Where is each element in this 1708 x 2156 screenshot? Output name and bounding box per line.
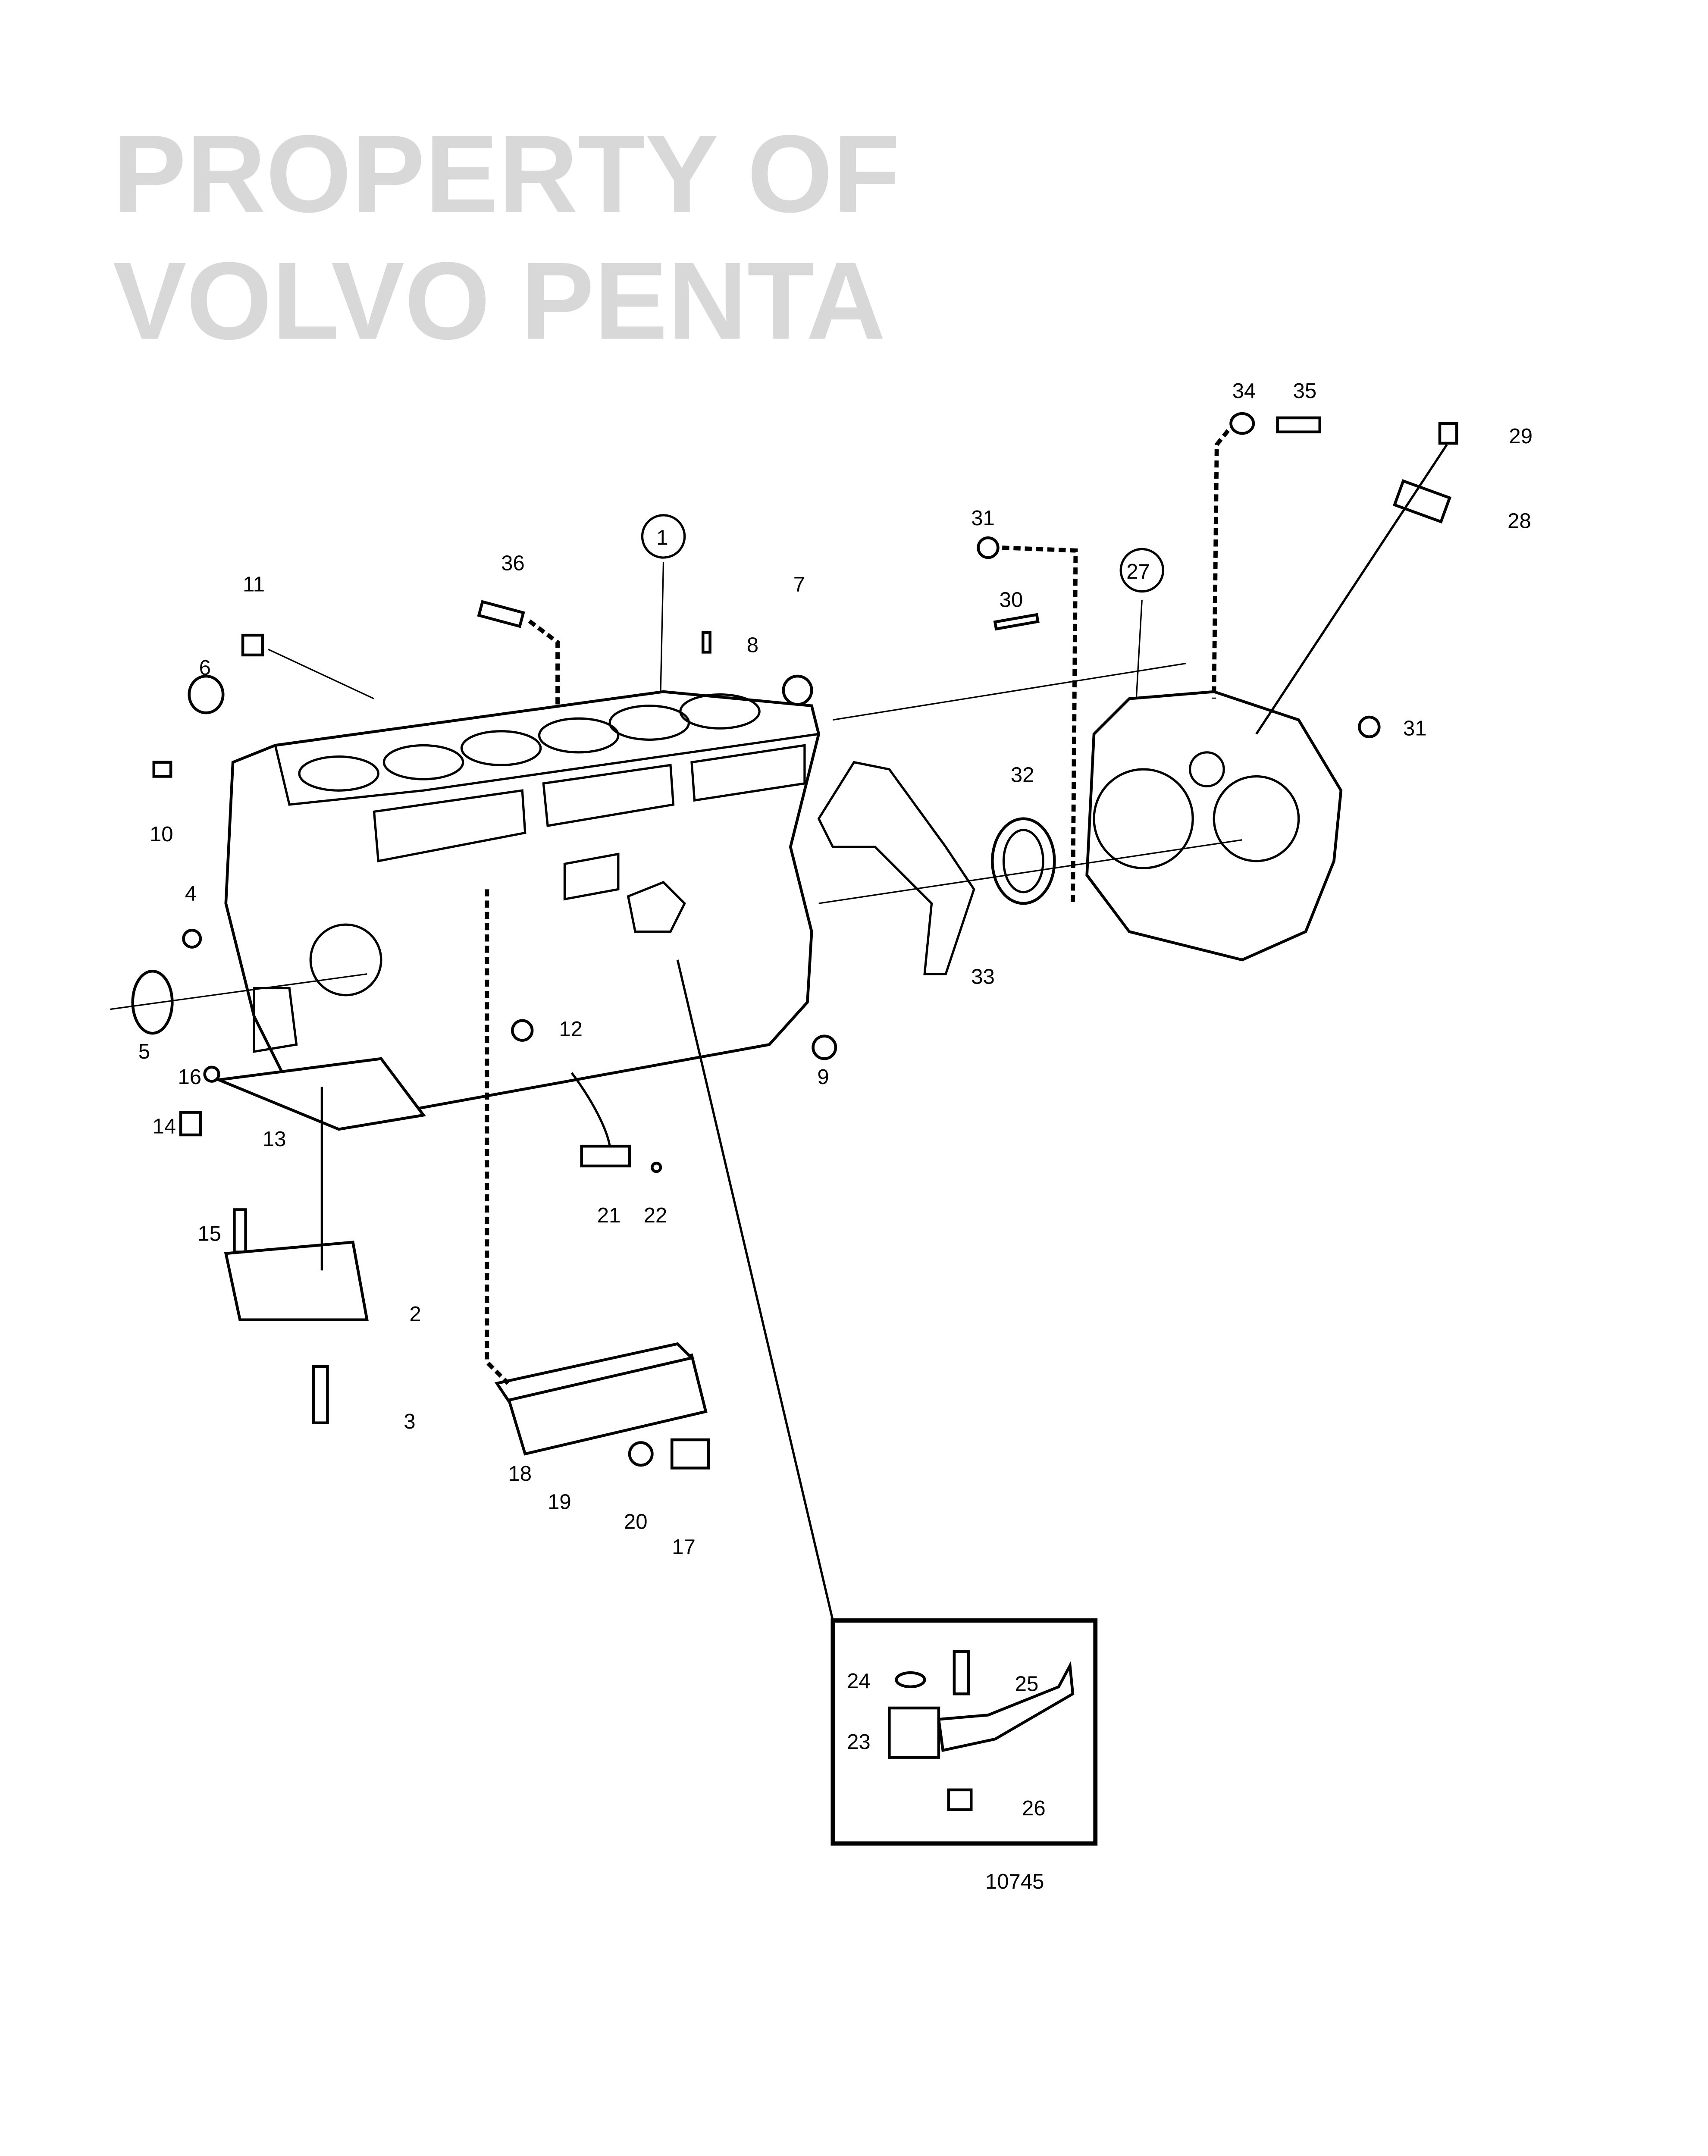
callout-13: 13 xyxy=(263,1128,286,1151)
callout-16: 16 xyxy=(178,1065,201,1089)
callout-8: 8 xyxy=(747,633,758,657)
callout-31-top: 31 xyxy=(971,507,995,530)
callout-labels: 1 27 36 11 8 7 6 10 4 5 16 14 13 15 2 3 … xyxy=(138,379,1532,1893)
callout-5: 5 xyxy=(138,1040,150,1063)
callout-3: 3 xyxy=(404,1410,415,1433)
callout-15: 15 xyxy=(197,1222,221,1245)
engine-block-exploded-diagram: PROPERTY OF VOLVO PENTA xyxy=(110,113,1532,1893)
callout-19: 19 xyxy=(548,1490,571,1514)
watermark-line-2: VOLVO PENTA xyxy=(113,240,886,363)
callout-25: 25 xyxy=(1015,1673,1039,1696)
callout-17: 17 xyxy=(672,1536,696,1559)
crankshaft-seal-rear xyxy=(991,817,1056,905)
callout-23: 23 xyxy=(847,1730,871,1754)
callout-20: 20 xyxy=(624,1510,648,1533)
callout-9: 9 xyxy=(817,1065,829,1089)
callout-12: 12 xyxy=(559,1018,583,1041)
callout-27: 27 xyxy=(1126,560,1150,583)
callout-31-right: 31 xyxy=(1403,717,1427,740)
callout-32: 32 xyxy=(1011,764,1034,787)
watermark-line-1: PROPERTY OF xyxy=(113,113,900,235)
crankshaft-seal-front xyxy=(131,969,174,1035)
callout-10: 10 xyxy=(150,823,173,846)
callout-34: 34 xyxy=(1232,379,1256,403)
callout-21: 21 xyxy=(597,1204,621,1227)
small-parts xyxy=(152,412,1458,1470)
callout-36: 36 xyxy=(501,552,525,575)
callout-2: 2 xyxy=(409,1303,421,1326)
flywheel-housing xyxy=(1085,690,1343,962)
callout-11: 11 xyxy=(243,573,265,596)
callout-28: 28 xyxy=(1507,509,1531,533)
callout-26: 26 xyxy=(1022,1797,1046,1820)
callout-29: 29 xyxy=(1509,425,1532,448)
callout-33: 33 xyxy=(971,965,995,989)
callout-30: 30 xyxy=(1000,589,1023,612)
callout-35: 35 xyxy=(1293,379,1317,403)
callout-24: 24 xyxy=(847,1670,871,1693)
callout-14: 14 xyxy=(153,1115,176,1138)
callout-7: 7 xyxy=(793,573,805,596)
timing-cover-gasket xyxy=(817,761,975,975)
callout-18: 18 xyxy=(508,1462,532,1485)
callout-4: 4 xyxy=(185,882,197,906)
watermark: PROPERTY OF VOLVO PENTA xyxy=(113,113,900,363)
callout-1: 1 xyxy=(656,526,668,550)
detail-inset xyxy=(830,1618,1098,1846)
callout-6: 6 xyxy=(199,656,211,680)
parts-diagram-page: PROPERTY OF VOLVO PENTA xyxy=(110,113,1533,1894)
drawing-number: 10745 xyxy=(985,1870,1044,1893)
callout-22: 22 xyxy=(644,1204,668,1227)
leader-lines xyxy=(268,429,1448,1621)
cylinder-block xyxy=(224,690,821,1117)
